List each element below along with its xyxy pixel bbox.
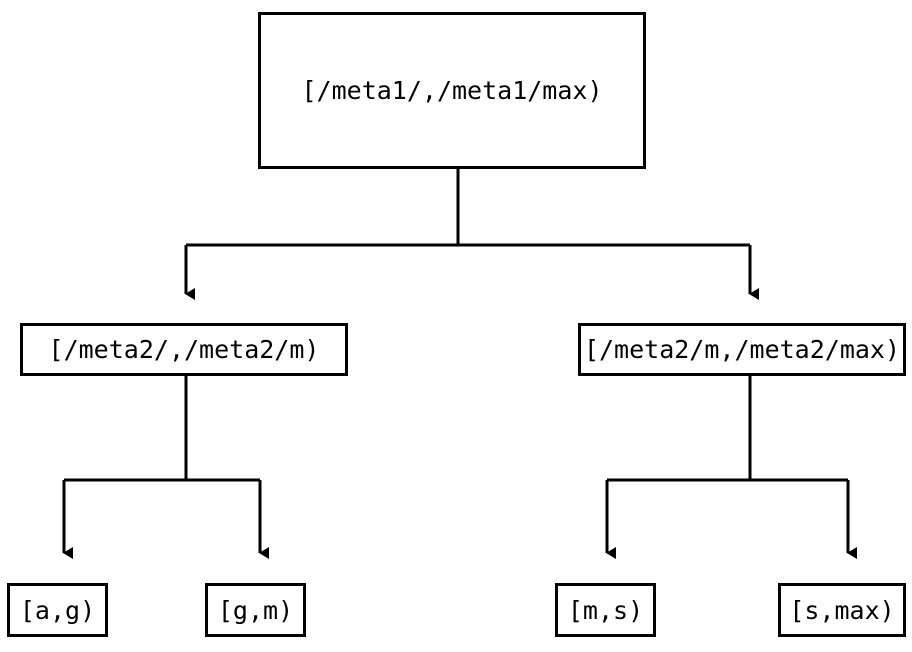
node-leaf-2-label: [g,m) [217, 595, 294, 625]
node-leaf-4[interactable]: [s,max) [778, 583, 906, 637]
node-leaf-1[interactable]: [a,g) [7, 583, 108, 637]
node-root[interactable]: [/meta1/,/meta1/max) [258, 12, 646, 169]
node-leaf-3-label: [m,s) [567, 595, 644, 625]
node-mid-right-label: [/meta2/m,/meta2/max) [583, 335, 901, 364]
node-leaf-1-label: [a,g) [19, 595, 96, 625]
node-leaf-3[interactable]: [m,s) [555, 583, 656, 637]
node-mid-left-label: [/meta2/,/meta2/m) [48, 335, 320, 364]
node-leaf-2[interactable]: [g,m) [205, 583, 306, 637]
node-leaf-4-label: [s,max) [789, 595, 895, 625]
node-root-label: [/meta1/,/meta1/max) [301, 76, 603, 105]
node-mid-right[interactable]: [/meta2/m,/meta2/max) [578, 323, 906, 376]
node-mid-left[interactable]: [/meta2/,/meta2/m) [20, 323, 348, 376]
